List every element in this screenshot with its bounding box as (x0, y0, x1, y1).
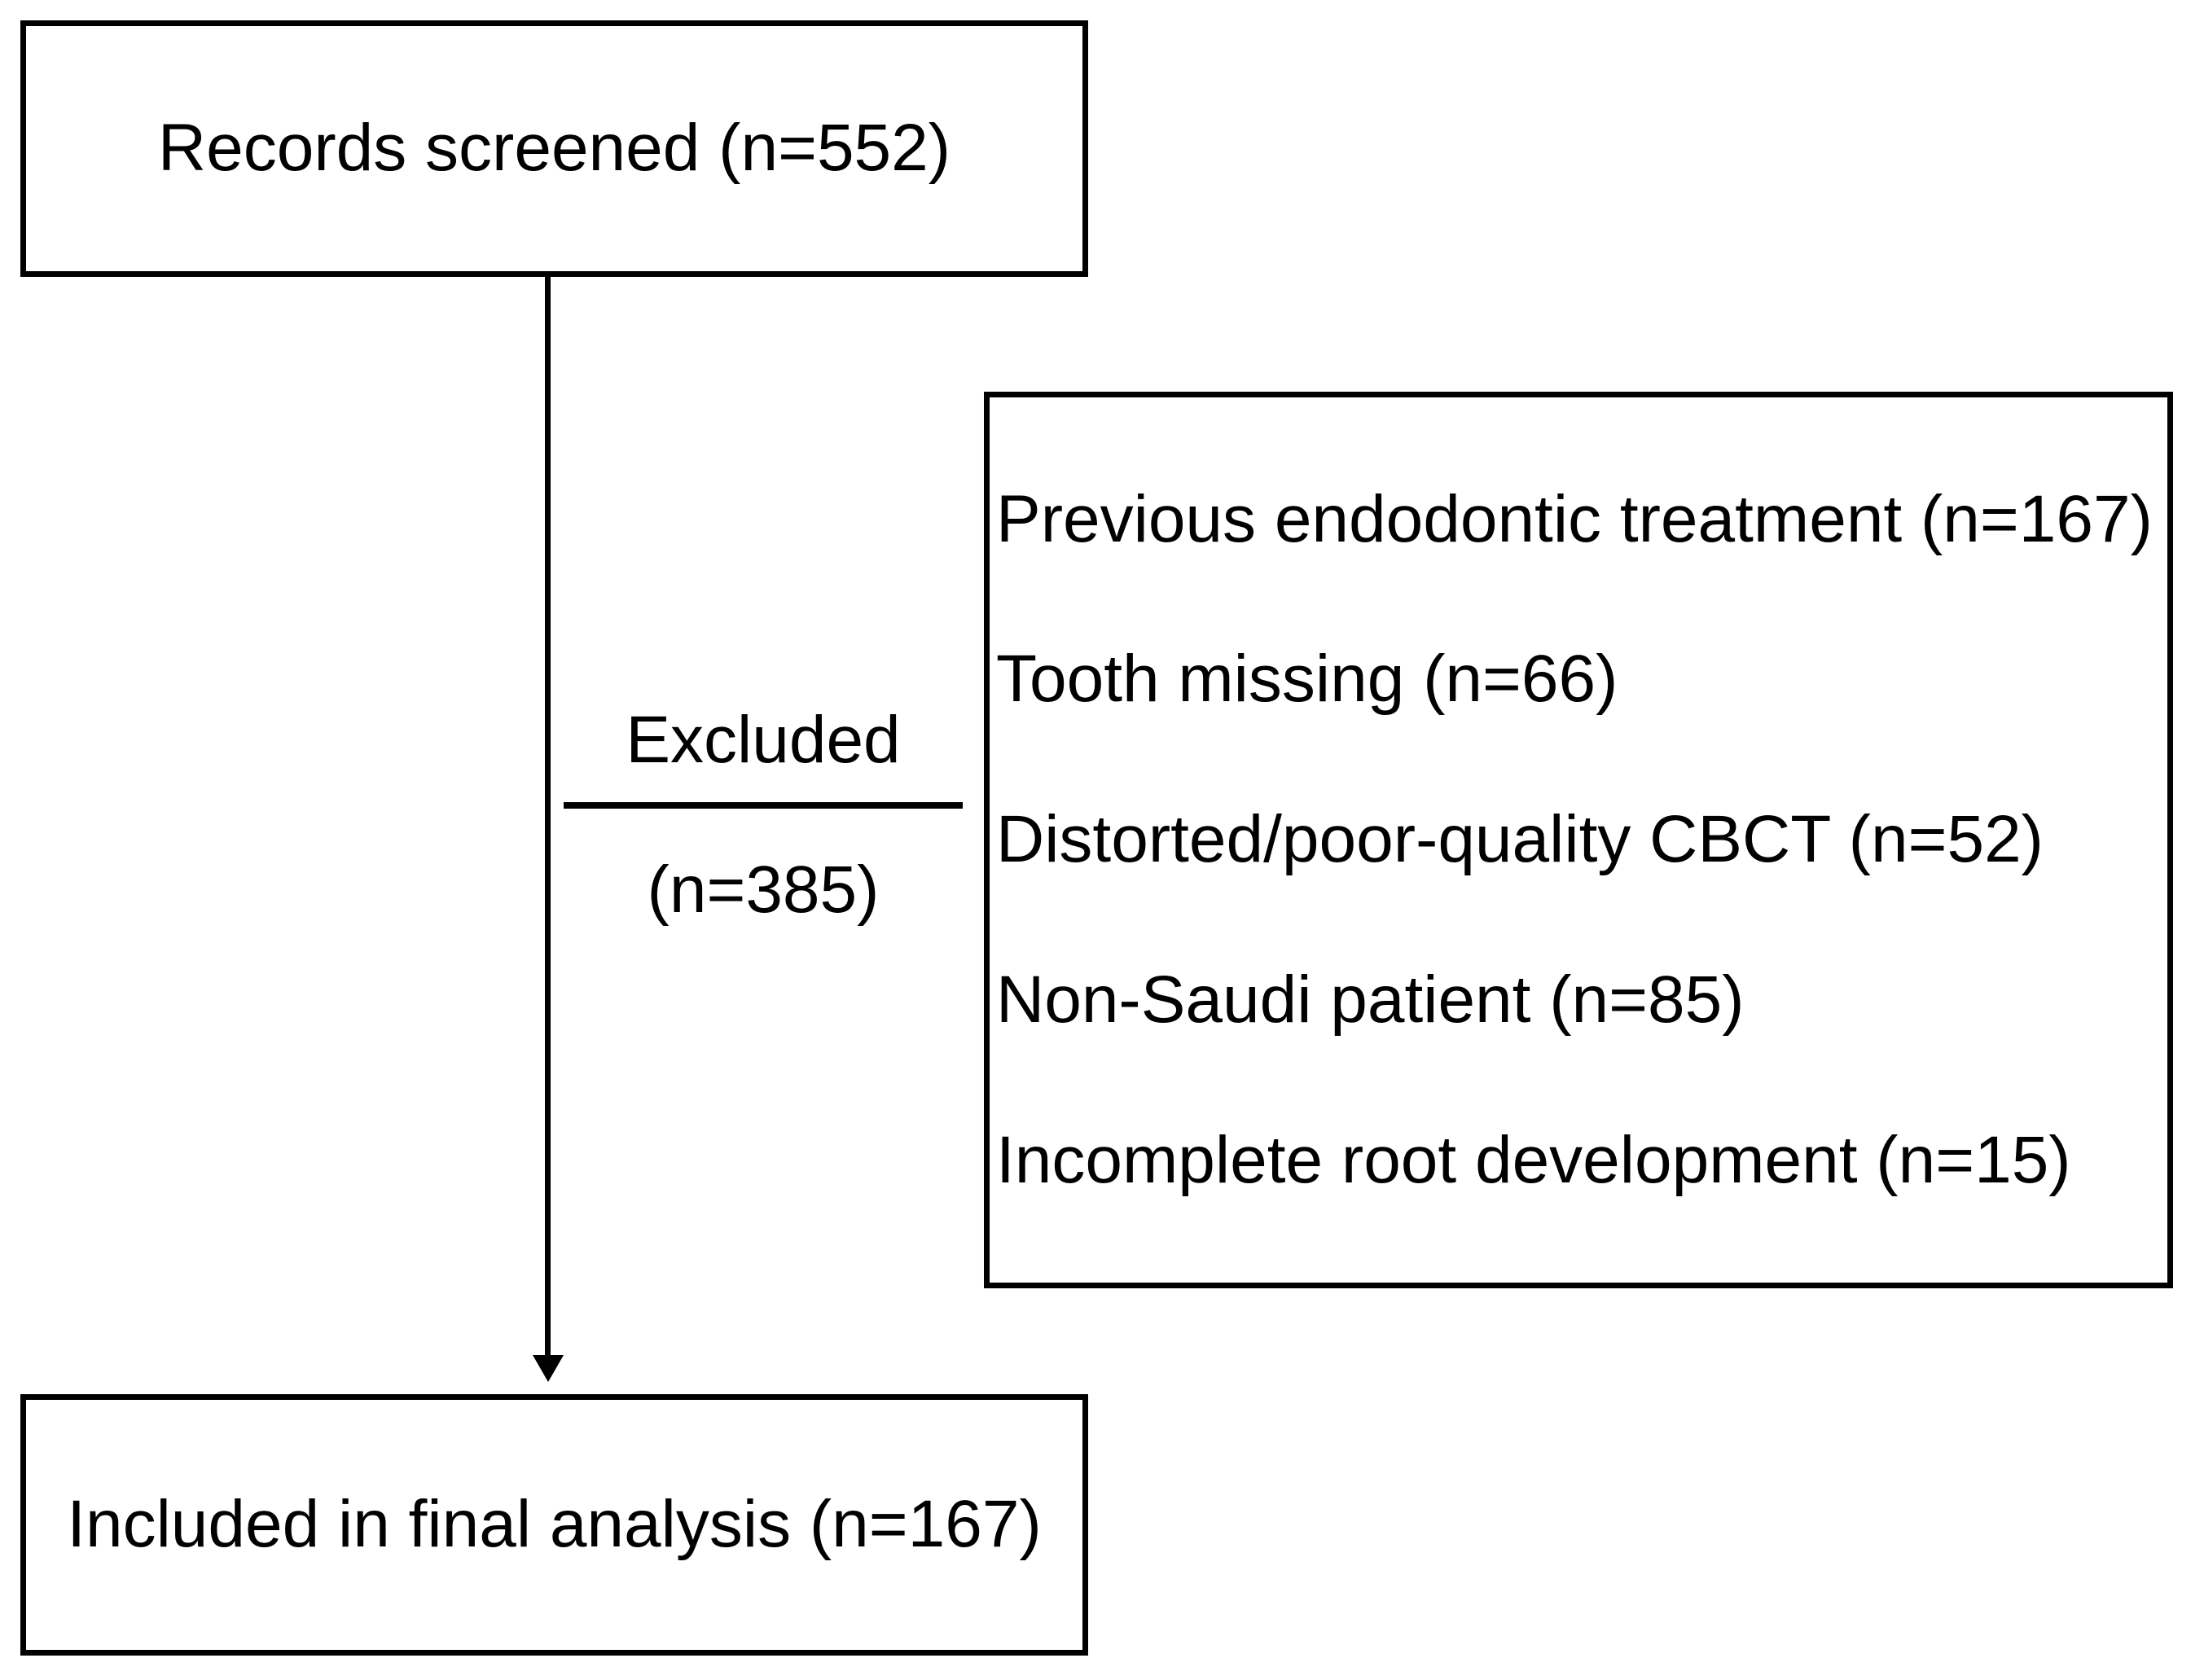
excluded-title: Excluded (626, 703, 901, 777)
flow-arrow-line (545, 277, 551, 1357)
exclusion-reason-item: Incomplete root development (n=15) (996, 1123, 2071, 1198)
exclusion-reason-item: Distorted/poor-quality CBCT (n=52) (996, 802, 2044, 877)
exclusion-reason-item: Previous endodontic treatment (n=167) (996, 481, 2153, 556)
excluded-count: (n=385) (647, 853, 880, 927)
down-arrow-icon (533, 1355, 564, 1382)
included-final-analysis-box: Included in final analysis (n=167) (20, 1394, 1088, 1656)
records-screened-label: Records screened (n=552) (157, 111, 951, 186)
exclusion-reason-item: Non-Saudi patient (n=85) (996, 963, 1745, 1037)
exclusion-reasons-box: Previous endodontic treatment (n=167) To… (984, 392, 2173, 1288)
included-final-analysis-label: Included in final analysis (n=167) (67, 1487, 1042, 1562)
excluded-divider-line (564, 802, 963, 809)
exclusion-reason-item: Tooth missing (n=66) (996, 642, 1618, 717)
records-screened-box: Records screened (n=552) (20, 20, 1088, 277)
